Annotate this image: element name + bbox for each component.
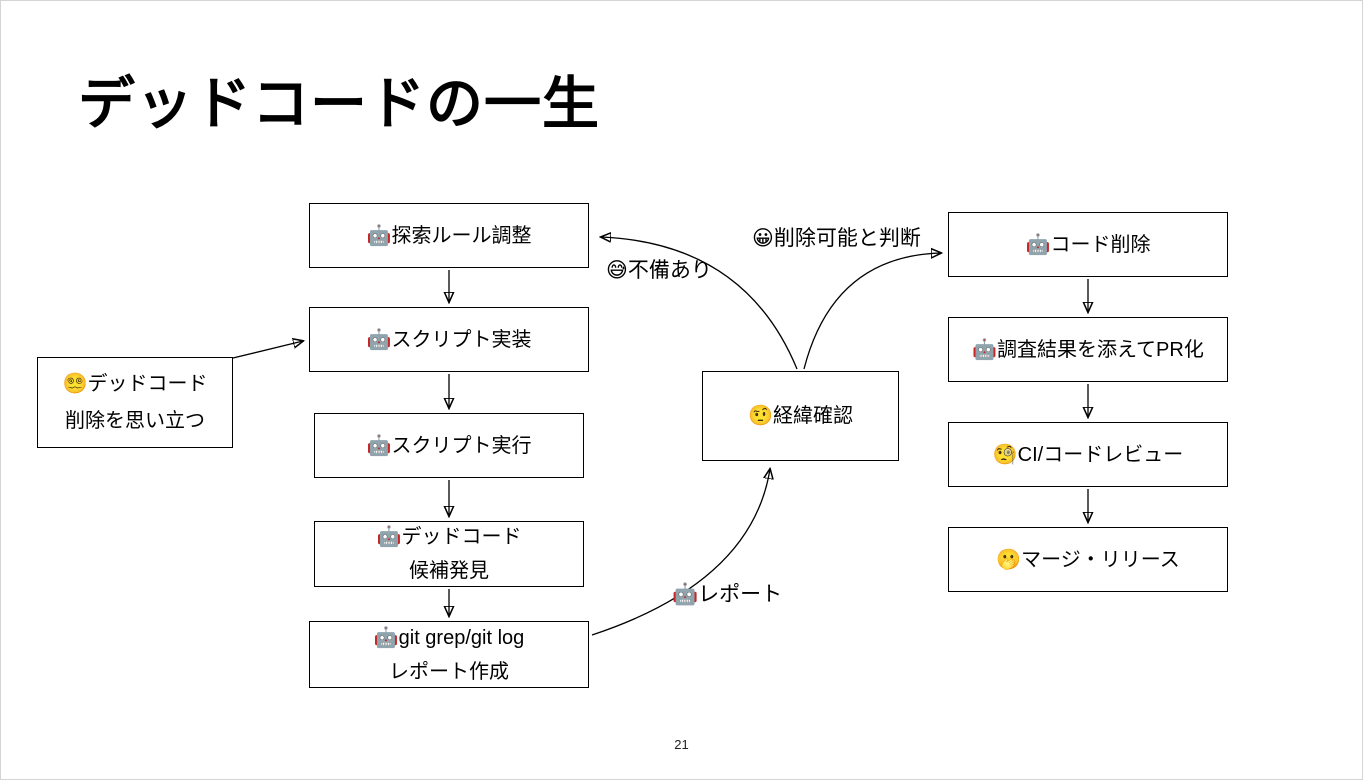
node-label: 🧐CI/コードレビュー — [992, 443, 1184, 466]
flowchart-node-run-script: 🤖スクリプト実行 — [314, 413, 584, 478]
flowchart-node-implement-script: 🤖スクリプト実装 — [309, 307, 589, 372]
edge-label-defect-found: 😅不備あり — [606, 259, 712, 282]
edge-label-deletable: 😀削除可能と判断 — [752, 227, 921, 250]
flowchart-node-create-pr: 🤖調査結果を添えてPR化 — [948, 317, 1228, 382]
node-label: 🫢マージ・リリース — [996, 548, 1180, 571]
node-label: 🤖調査結果を添えてPR化 — [972, 338, 1204, 361]
node-label-line: 🤖git grep/git log — [373, 626, 525, 649]
edge-label-report: 🤖レポート — [672, 583, 783, 606]
flowchart-node-ci-review: 🧐CI/コードレビュー — [948, 422, 1228, 487]
node-label: 🤖スクリプト実行 — [366, 434, 532, 457]
node-label: 🤨経緯確認 — [748, 405, 853, 427]
node-label-line: 😵‍💫デッドコード — [62, 372, 208, 395]
flowchart-node-git-report: 🤖git grep/git log レポート作成 — [309, 621, 589, 688]
node-label-line: 候補発見 — [409, 560, 489, 582]
arrow-gitreport-to-history — [591, 469, 770, 636]
flowchart-node-history-check: 🤨経緯確認 — [702, 371, 899, 461]
flowchart-node-candidates-found: 🤖デッドコード 候補発見 — [314, 521, 584, 587]
flowchart-node-delete-code: 🤖コード削除 — [948, 212, 1228, 277]
flowchart-node-adjust-rules: 🤖探索ルール調整 — [309, 203, 589, 268]
flowchart-node-merge-release: 🫢マージ・リリース — [948, 527, 1228, 592]
node-label-line: 🤖デッドコード — [376, 526, 522, 548]
arrow-history-to-delete — [803, 253, 941, 370]
flowchart-node-start: 😵‍💫デッドコード 削除を思い立つ — [37, 357, 233, 448]
node-label-line: レポート作成 — [389, 660, 509, 683]
arrow-start-to-implement — [232, 341, 303, 359]
node-label: 🤖コード削除 — [1025, 233, 1151, 256]
page-number: 21 — [674, 737, 689, 752]
node-label-line: 削除を思い立つ — [65, 409, 205, 432]
node-label: 🤖スクリプト実装 — [366, 328, 532, 351]
slide-title: デッドコードの一生 — [78, 72, 600, 136]
node-label: 🤖探索ルール調整 — [366, 224, 532, 247]
